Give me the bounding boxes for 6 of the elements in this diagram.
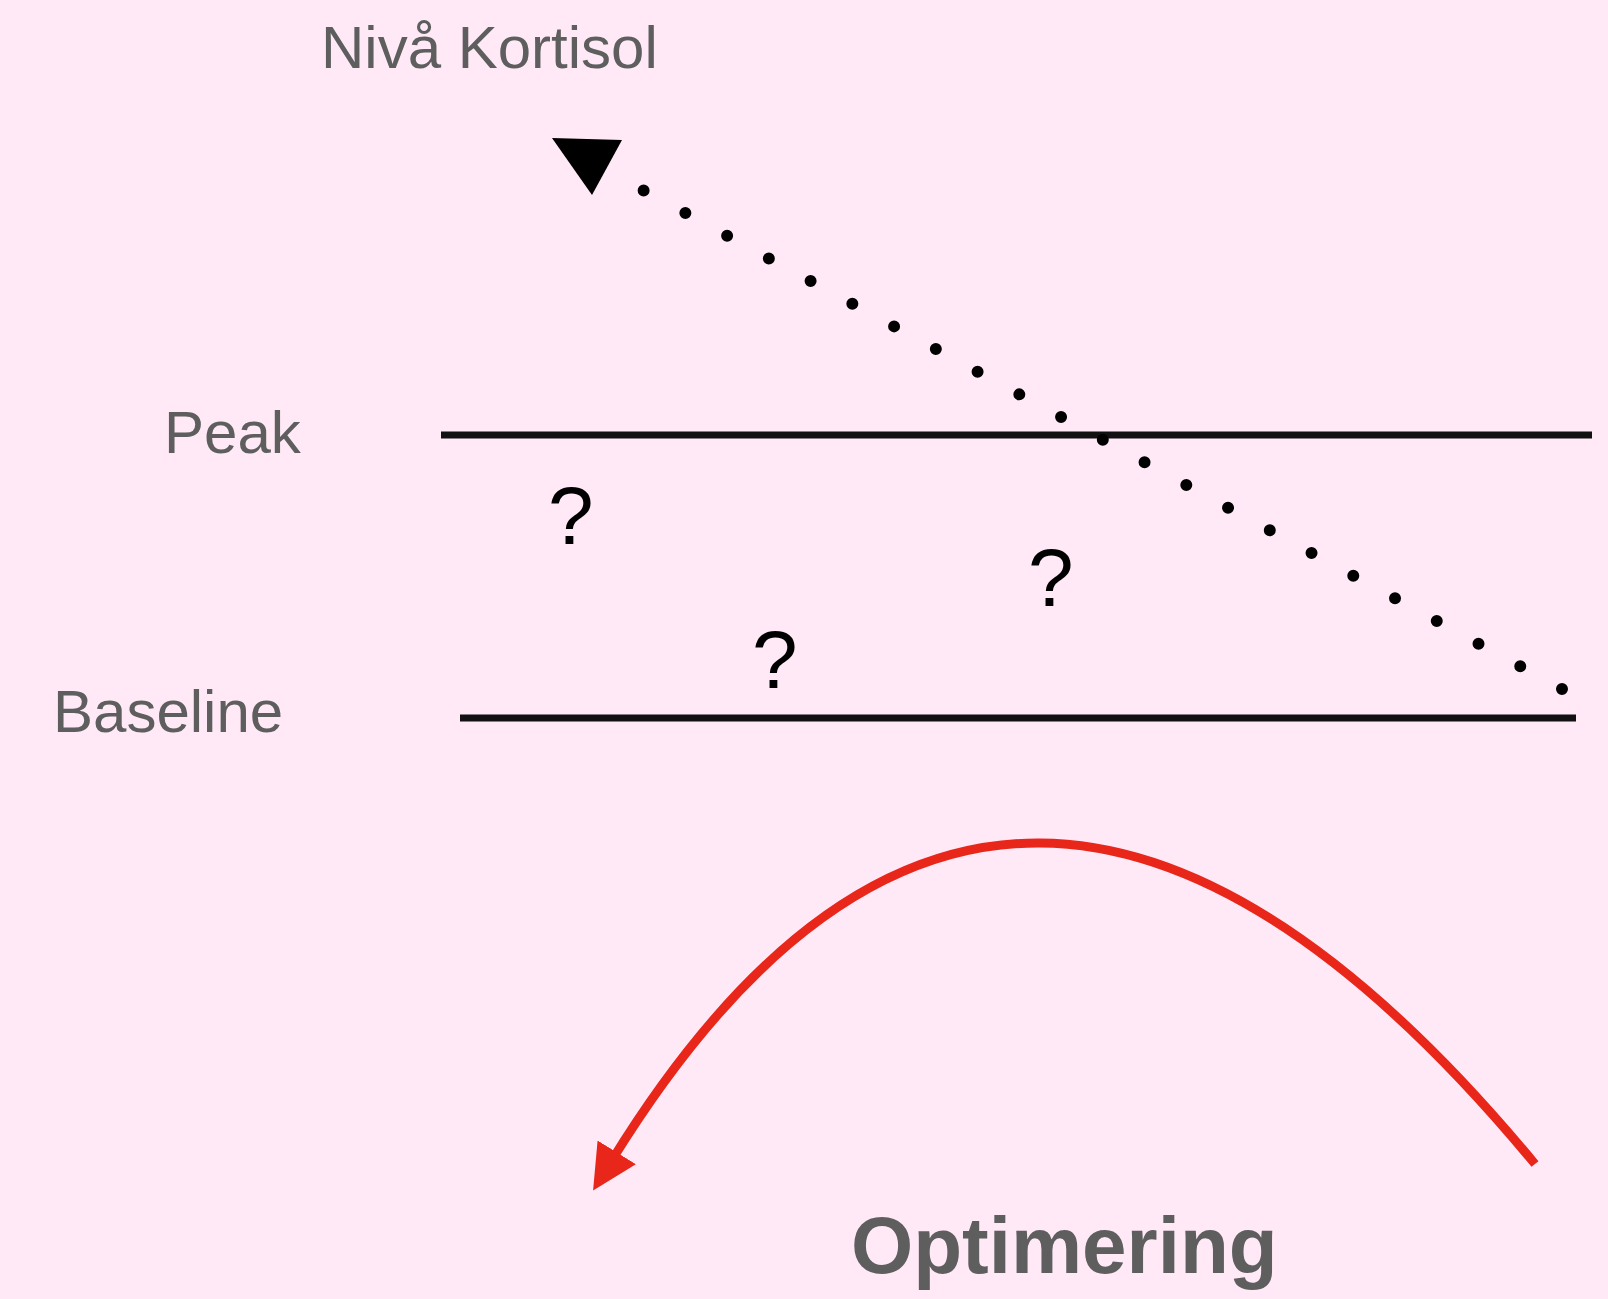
question-mark: ? (752, 619, 798, 701)
level-label: Baseline (53, 682, 284, 742)
question-mark: ? (1028, 537, 1074, 619)
question-mark: ? (548, 475, 594, 557)
level-label: Peak (164, 403, 301, 463)
axis-label: Nivå Kortisol (321, 18, 658, 78)
